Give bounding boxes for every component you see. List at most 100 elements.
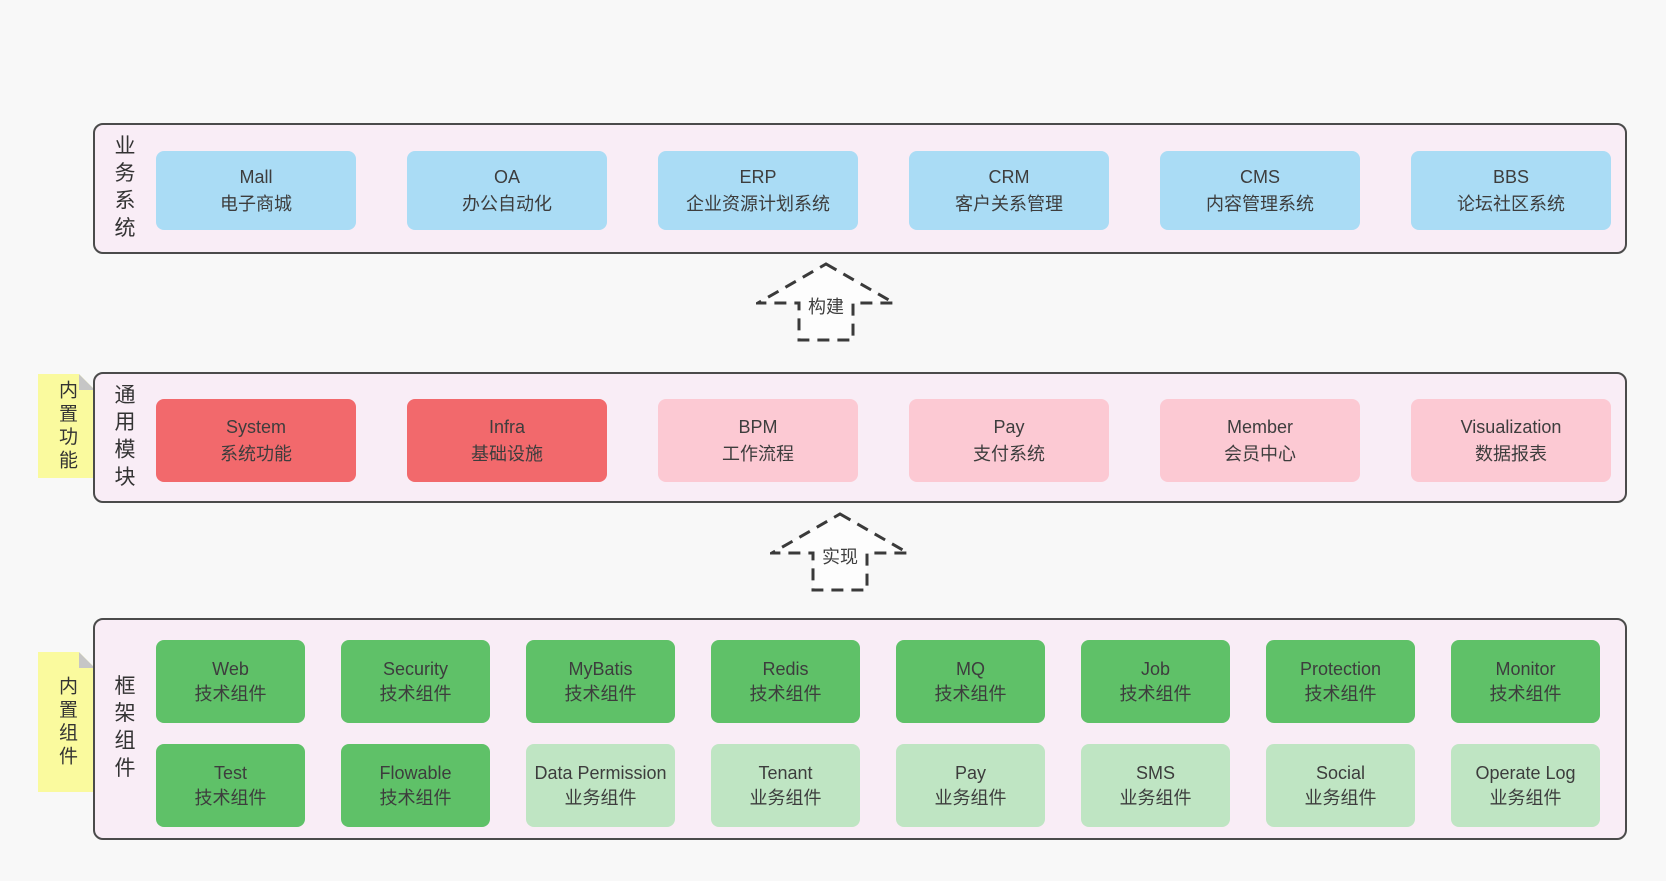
box-subtitle: 内容管理系统 <box>1206 193 1314 214</box>
box-subtitle: 技术组件 <box>379 787 452 808</box>
framework-components-row-2: Test 技术组件 Flowable 技术组件 Data Permission … <box>156 744 1600 827</box>
box-subtitle: 办公自动化 <box>462 193 552 214</box>
box-title: Pay <box>954 762 987 783</box>
box-flowable: Flowable 技术组件 <box>341 744 490 827</box>
box-subtitle: 系统功能 <box>220 443 292 464</box>
box-title: Job <box>1140 658 1171 679</box>
common-modules-row: System 系统功能 Infra 基础设施 BPM 工作流程 Pay 支付系统… <box>156 399 1611 482</box>
box-subtitle: 技术组件 <box>934 683 1007 704</box>
box-title: BPM <box>738 416 778 437</box>
box-title: CMS <box>1240 166 1280 187</box>
box-title: OA <box>493 166 520 187</box>
box-subtitle: 业务组件 <box>1119 787 1192 808</box>
box-subtitle: 技术组件 <box>194 683 267 704</box>
box-subtitle: 业务组件 <box>1489 787 1562 808</box>
box-sms: SMS 业务组件 <box>1081 744 1230 827</box>
box-subtitle: 技术组件 <box>749 683 822 704</box>
box-cms: CMS 内容管理系统 <box>1160 151 1360 230</box>
business-systems-row: Mall 电子商城 OA 办公自动化 ERP 企业资源计划系统 CRM 客户关系… <box>156 151 1611 230</box>
box-title: Web <box>212 658 249 679</box>
box-title: Operate Log <box>1475 762 1576 783</box>
box-monitor: Monitor 技术组件 <box>1451 640 1600 723</box>
box-title: Visualization <box>1460 416 1562 437</box>
box-title: CRM <box>988 166 1030 187</box>
box-title: Security <box>382 658 449 679</box>
box-title: Flowable <box>379 762 452 783</box>
box-subtitle: 技术组件 <box>1304 683 1377 704</box>
box-title: MQ <box>956 658 985 679</box>
box-title: BBS <box>1492 166 1530 187</box>
box-web: Web 技术组件 <box>156 640 305 723</box>
box-subtitle: 技术组件 <box>564 683 637 704</box>
box-subtitle: 技术组件 <box>1489 683 1562 704</box>
arrow-implement-label: 实现 <box>819 543 861 569</box>
box-subtitle: 电子商城 <box>220 193 292 214</box>
box-security: Security 技术组件 <box>341 640 490 723</box>
box-subtitle: 支付系统 <box>973 443 1045 464</box>
box-subtitle: 业务组件 <box>749 787 822 808</box>
box-title: Social <box>1315 762 1366 783</box>
box-bbs: BBS 论坛社区系统 <box>1411 151 1611 230</box>
arrow-build: 构建 <box>756 262 896 342</box>
box-operate-log: Operate Log 业务组件 <box>1451 744 1600 827</box>
box-subtitle: 工作流程 <box>722 443 794 464</box>
band-label-business-systems: 业务系统 <box>112 133 135 244</box>
box-pay-biz: Pay 业务组件 <box>896 744 1045 827</box>
band-framework-components: 框架组件 Web 技术组件 Security 技术组件 MyBatis 技术组件… <box>93 618 1627 840</box>
box-subtitle: 技术组件 <box>194 787 267 808</box>
arrow-build-label: 构建 <box>805 293 847 319</box>
box-title: Infra <box>488 416 526 437</box>
box-erp: ERP 企业资源计划系统 <box>658 151 858 230</box>
box-title: Monitor <box>1495 658 1556 679</box>
box-test: Test 技术组件 <box>156 744 305 827</box>
box-subtitle: 基础设施 <box>471 443 543 464</box>
framework-components-row-1: Web 技术组件 Security 技术组件 MyBatis 技术组件 Redi… <box>156 640 1600 723</box>
box-subtitle: 业务组件 <box>934 787 1007 808</box>
arrow-implement: 实现 <box>770 512 910 592</box>
band-label-framework-components: 框架组件 <box>112 674 135 784</box>
box-mq: MQ 技术组件 <box>896 640 1045 723</box>
box-redis: Redis 技术组件 <box>711 640 860 723</box>
box-job: Job 技术组件 <box>1081 640 1230 723</box>
box-title: Redis <box>762 658 809 679</box>
box-title: Protection <box>1299 658 1382 679</box>
box-subtitle: 业务组件 <box>1304 787 1377 808</box>
sticky-note-builtin-components: 内置组件 <box>38 652 95 792</box>
band-common-modules: 通用模块 System 系统功能 Infra 基础设施 BPM 工作流程 Pay… <box>93 372 1627 503</box>
box-social: Social 业务组件 <box>1266 744 1415 827</box>
box-member: Member 会员中心 <box>1160 399 1360 482</box>
box-title: Pay <box>993 416 1025 437</box>
box-subtitle: 业务组件 <box>564 787 637 808</box>
box-bpm: BPM 工作流程 <box>658 399 858 482</box>
box-title: MyBatis <box>568 658 633 679</box>
box-subtitle: 客户关系管理 <box>955 193 1063 214</box>
box-infra: Infra 基础设施 <box>407 399 607 482</box>
box-visualization: Visualization 数据报表 <box>1411 399 1611 482</box>
box-subtitle: 技术组件 <box>379 683 452 704</box>
box-oa: OA 办公自动化 <box>407 151 607 230</box>
box-title: Member <box>1226 416 1293 437</box>
box-mall: Mall 电子商城 <box>156 151 356 230</box>
sticky-note-text: 内置功能 <box>56 379 77 473</box>
box-crm: CRM 客户关系管理 <box>909 151 1109 230</box>
box-title: SMS <box>1135 762 1175 783</box>
box-title: Test <box>213 762 247 783</box>
band-label-common-modules: 通用模块 <box>112 382 135 493</box>
box-mybatis: MyBatis 技术组件 <box>526 640 675 723</box>
box-subtitle: 会员中心 <box>1224 443 1296 464</box>
box-subtitle: 企业资源计划系统 <box>686 193 830 214</box>
box-data-permission: Data Permission 业务组件 <box>526 744 675 827</box>
box-subtitle: 技术组件 <box>1119 683 1192 704</box>
box-title: Data Permission <box>534 762 667 783</box>
box-subtitle: 数据报表 <box>1475 443 1547 464</box>
box-subtitle: 论坛社区系统 <box>1457 193 1565 214</box>
box-tenant: Tenant 业务组件 <box>711 744 860 827</box>
sticky-note-text: 内置组件 <box>56 675 77 769</box>
box-title: ERP <box>739 166 777 187</box>
box-title: System <box>225 416 286 437</box>
box-pay: Pay 支付系统 <box>909 399 1109 482</box>
band-business-systems: 业务系统 Mall 电子商城 OA 办公自动化 ERP 企业资源计划系统 CRM… <box>93 123 1627 254</box>
box-protection: Protection 技术组件 <box>1266 640 1415 723</box>
box-system: System 系统功能 <box>156 399 356 482</box>
